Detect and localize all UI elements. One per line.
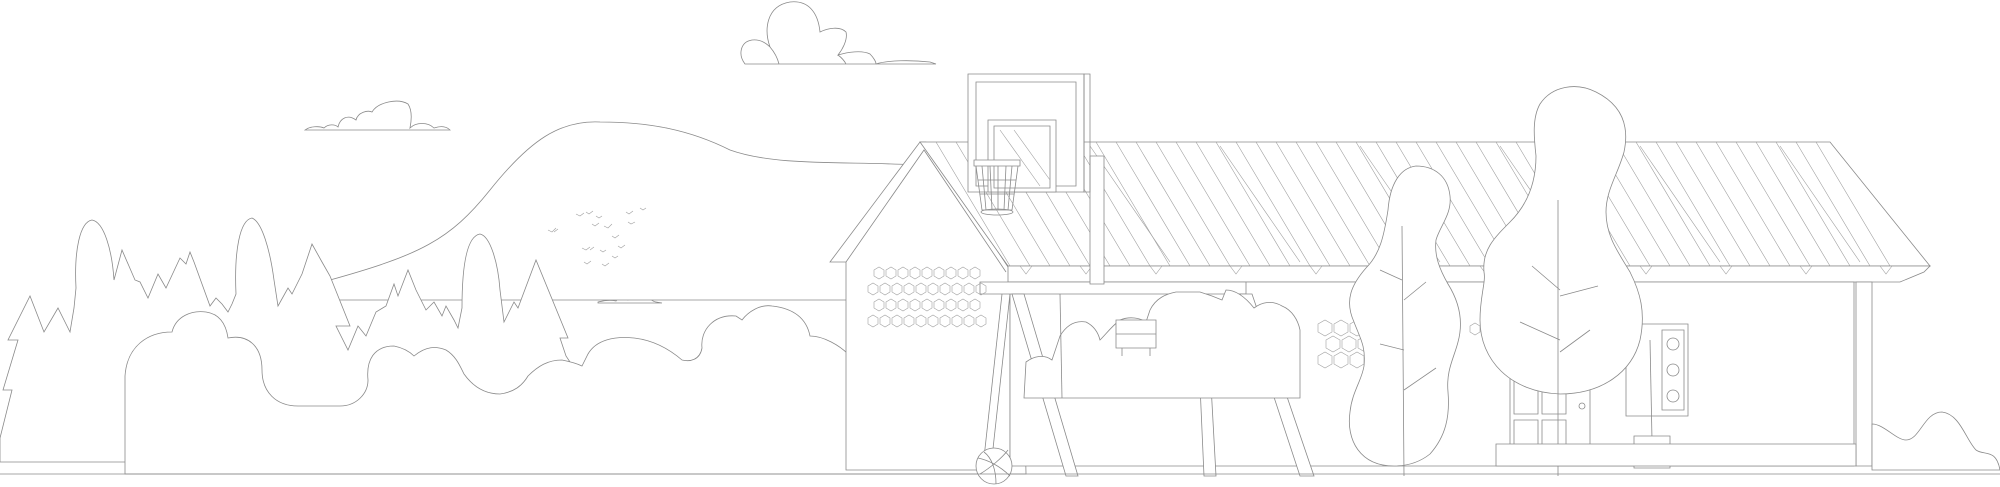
porch-post bbox=[1090, 156, 1104, 284]
basketball bbox=[976, 448, 1012, 484]
tree-large bbox=[1480, 87, 1642, 476]
porch-pillar-right bbox=[1856, 282, 1872, 466]
trunk-left bbox=[1060, 294, 1062, 398]
hoop-rim bbox=[974, 160, 1020, 166]
roof-eave bbox=[1008, 266, 1930, 282]
house bbox=[830, 142, 1930, 476]
porch-beam bbox=[980, 282, 1246, 294]
fence bbox=[1496, 444, 1856, 466]
basketball-hoop bbox=[968, 74, 1090, 215]
cloud-top-center bbox=[741, 2, 936, 64]
trunk-right bbox=[1650, 340, 1652, 440]
cloud-left bbox=[305, 101, 450, 130]
bush-right bbox=[1872, 412, 2000, 470]
hex-pattern-wall bbox=[868, 267, 986, 327]
door-knob bbox=[1579, 403, 1585, 409]
bird-flock bbox=[548, 208, 646, 266]
hoop-net bbox=[976, 166, 1018, 210]
tree-small bbox=[1349, 166, 1460, 476]
